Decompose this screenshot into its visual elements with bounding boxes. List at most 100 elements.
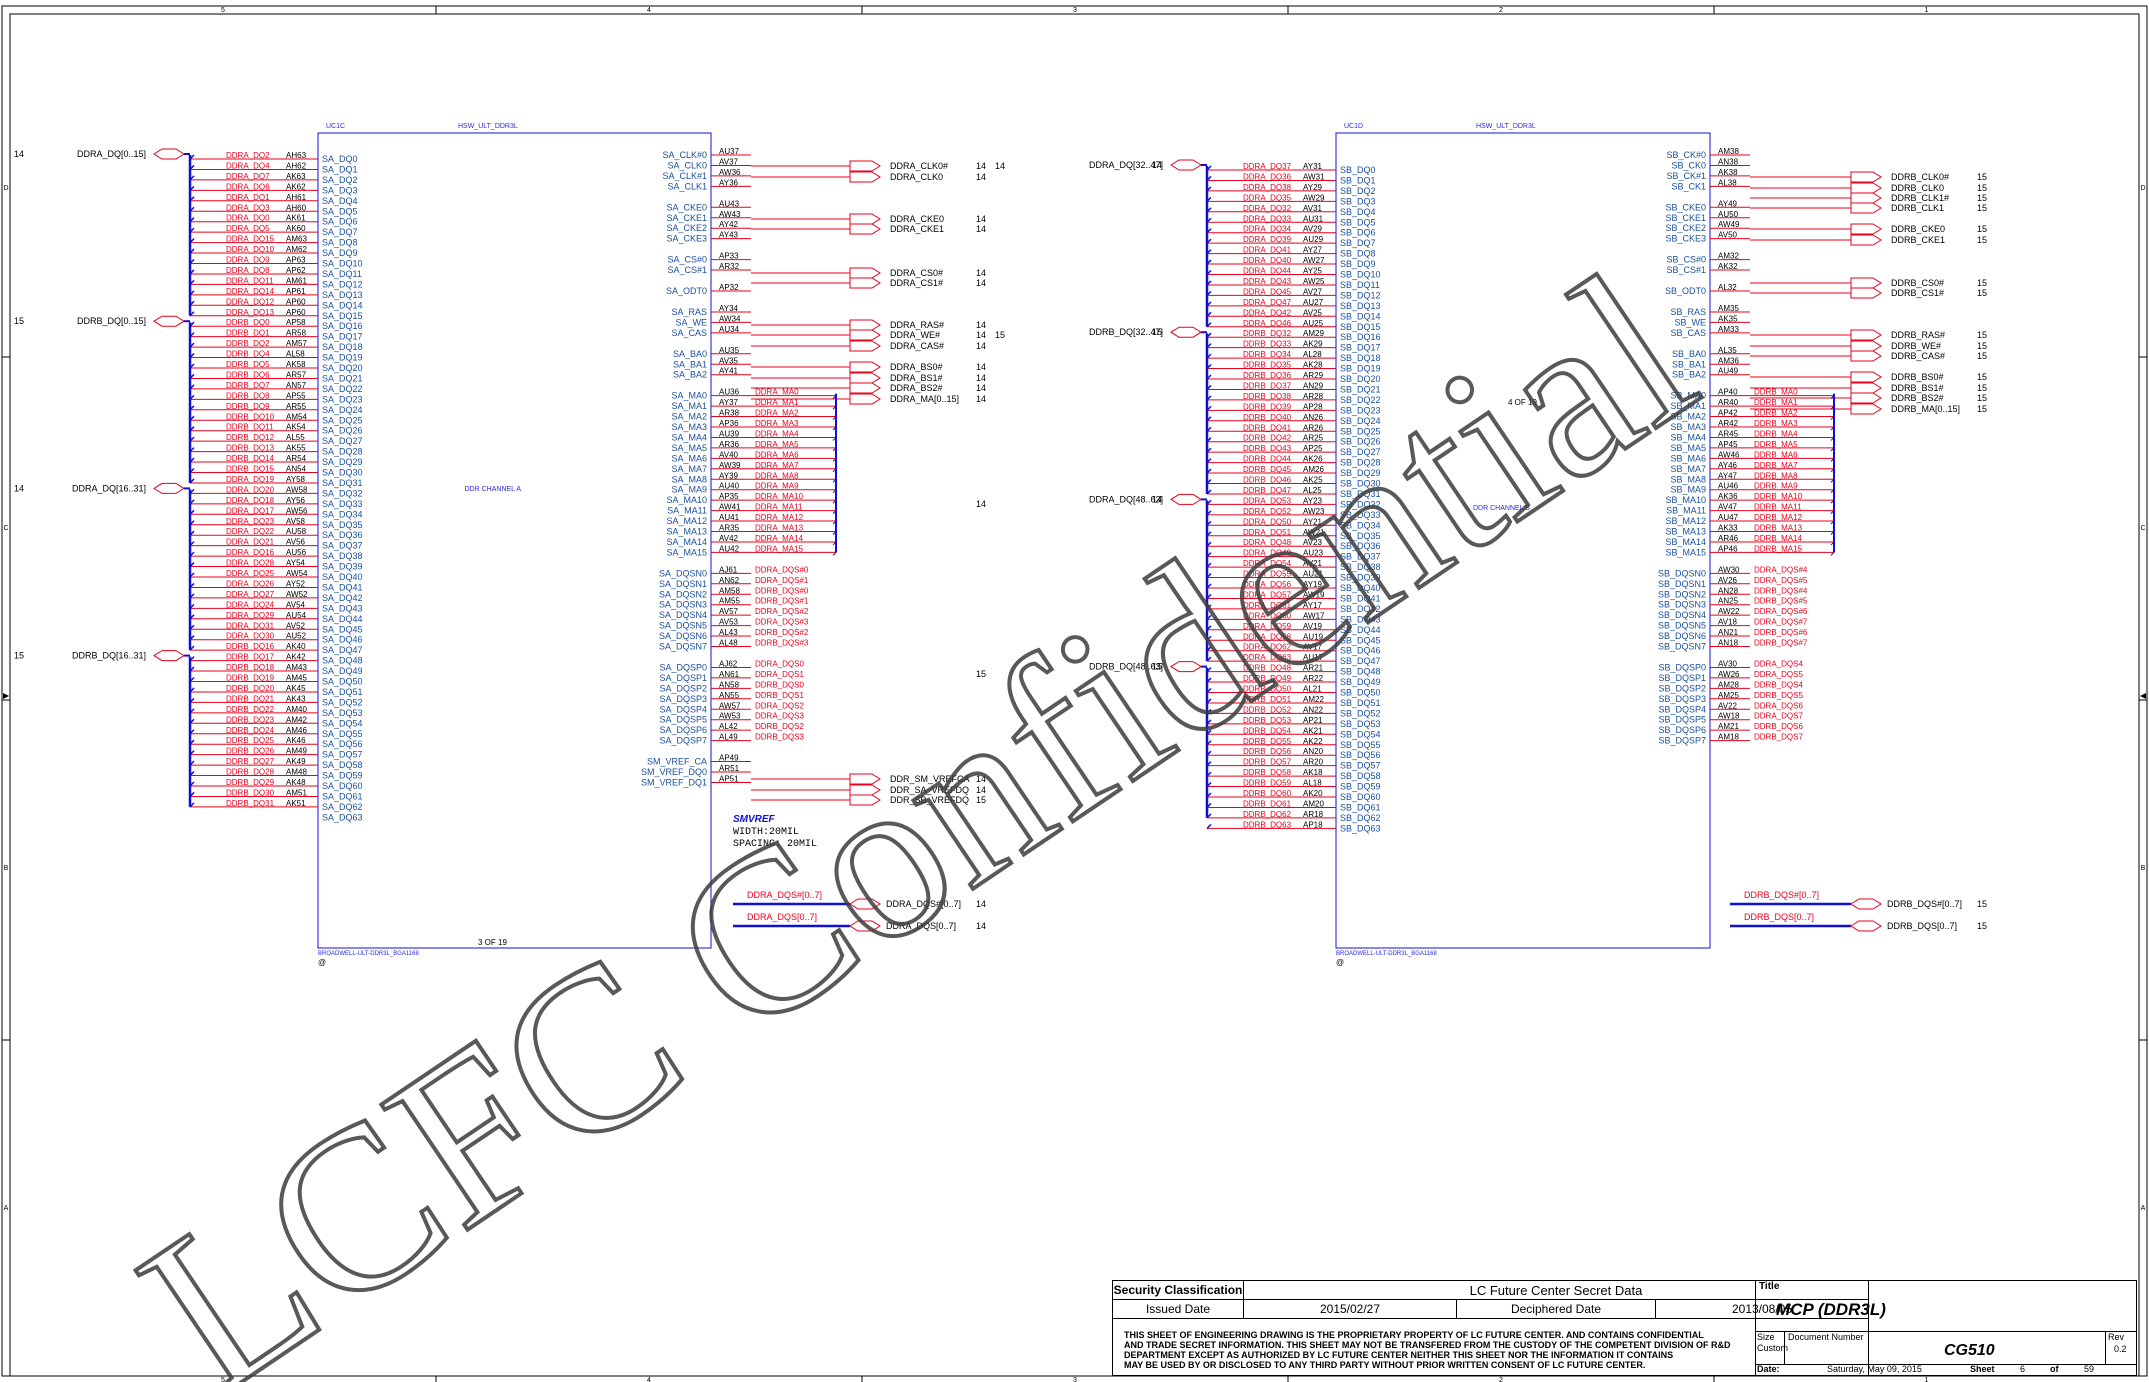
pin-number: AV29 [1303,225,1323,234]
offpage-net-name: DDRA_CLK0# [890,161,948,171]
pin-number: AP42 [1718,409,1738,418]
pin-number: AV26 [1718,576,1738,585]
bus-entry [832,447,837,452]
offpage-port [849,784,881,796]
offpage-port [849,794,881,806]
pin-number: AM29 [1303,329,1324,338]
offpage-net-name: DDRB_BS2# [1891,393,1944,403]
pin-number: AK42 [286,653,306,662]
chip-pin-name: SB_DQ48 [1340,667,1381,677]
offpage-port [849,213,881,225]
chip-pin-name: SB_MA4 [1670,432,1706,442]
dqsn-net-label: DDRB_DQS#0 [755,586,809,595]
notice-line-2: AND TRADE SECRET INFORMATION. THIS SHEET… [1124,1340,1731,1350]
bus-entry [1830,499,1835,504]
pin-number: AV53 [719,618,739,627]
pin-number: AL43 [719,628,738,637]
net-label: DDRB_DQ27 [226,757,275,766]
pin-number: AY39 [719,471,739,480]
inner-frame [9,13,2140,1377]
dqs-bus-net: DDRB_DQS#[0..7] [1744,890,1819,900]
pin-number: AM42 [286,715,307,724]
border-col-label: 5 [221,7,225,14]
offpage-net-name: DDRB_WE# [1891,341,1941,351]
chip-pin-name: SA_DQ20 [322,363,363,373]
offpage-page-ref: 14 [976,394,986,404]
net-label: DDRA_DQ21 [226,538,275,547]
net-label: DDRB_DQ2 [226,339,270,348]
pin-number: AP18 [1303,820,1323,829]
pin-number: AW17 [1303,611,1325,620]
net-label: DDRA_DQ4 [226,161,270,170]
net-label: DDRB_DQ1 [226,329,270,338]
pin-number: AW58 [286,485,308,494]
bus-offpage-port [1170,661,1202,673]
net-label: DDRB_DQ24 [226,726,275,735]
chip-pin-name: SA_DQ22 [322,384,363,394]
pin-number: AK45 [286,684,306,693]
ma-net-label: DDRB_MA14 [1754,534,1803,543]
dqs-bus-port [849,920,881,932]
pin-number: AP33 [719,252,739,261]
chip-sheet-count: 3 OF 19 [478,938,507,947]
chip-pin-name: SA_CLK0 [667,160,707,170]
pin-number: AU19 [1303,632,1324,641]
bus-page-ref: 15 [14,651,24,661]
pin-number: AL58 [286,350,305,359]
bus-entry [832,416,837,420]
offpage-port [1850,223,1882,235]
pin-number: AL38 [1718,178,1737,187]
chip-part-name: HSW_ULT_DDR3L [458,123,518,130]
offpage-page-ref: 14 [976,214,986,224]
chip-at-mark: @ [318,958,326,967]
net-label: DDRA_DQ47 [1243,298,1292,307]
pin-number: AU43 [719,199,740,208]
border-row-label: C [3,525,8,532]
offpage-page-ref: 15 [1977,183,1987,193]
chip-pin-name: SA_DQ57 [322,750,363,760]
pin-number: AK40 [286,642,306,651]
ma-net-label: DDRA_MA1 [755,398,799,407]
net-label: DDRA_DQ13 [226,308,275,317]
net-label: DDRB_DQ63 [1243,820,1292,829]
chip-pin-name: SA_DQ13 [322,290,363,300]
dqs-bus-port-name: DDRB_DQS#[0..7] [1887,899,1962,909]
net-label: DDRA_DQ22 [226,527,275,536]
pin-number: AN29 [1303,381,1324,390]
chip-pin-name: SB_DQSP7 [1658,736,1706,746]
chip-pin-name: SB_MA2 [1670,412,1706,422]
chip-pin-name: SB_DQ53 [1340,719,1381,729]
chip-pin-name: SA_MA5 [671,443,707,453]
offpage-page-ref: 15 [1977,341,1987,351]
net-label: DDRB_DQ36 [1243,371,1292,380]
chip-pin-name: SB_MA12 [1665,516,1706,526]
chip-pin-name: SA_DQ45 [322,624,363,634]
bus-entry [1830,552,1835,556]
chip-pin-name: SA_DQ24 [322,405,363,415]
chip-pin-name: SA_DQ53 [322,708,363,718]
offpage-port [849,277,881,289]
chip-pin-name: SA_DQ58 [322,760,363,770]
chip-pin-name: SA_DQSP1 [659,673,707,683]
pin-number: AN61 [719,670,740,679]
dqsn-net-label: DDRB_DQS#6 [1754,628,1808,637]
ma-net-label: DDRB_MA6 [1754,450,1798,459]
pin-number: AM33 [1718,325,1739,334]
bus-entry [1830,478,1835,483]
border-col-label-bottom: 4 [647,1377,651,1382]
net-label: DDRA_DQ29 [226,611,275,620]
chip-pin-name: SB_CK#1 [1666,171,1706,181]
notice-line-3: DEPARTMENT EXCEPT AS AUTHORIZED BY LC FU… [1124,1350,1674,1360]
chip-pin-name: SA_RAS [671,307,707,317]
bus-entry [832,531,837,535]
dqs-bus-net: DDRA_DQS[0..7] [747,912,817,922]
bus-name: DDRA_DQ[48..63] [1089,494,1163,504]
bus-entry [1830,416,1835,420]
pin-number: AV22 [1718,701,1738,710]
net-label: DDRB_DQ11 [226,423,274,432]
offpage-page-ref: 15 [1977,288,1987,298]
pin-number: AR45 [1718,429,1739,438]
pin-number: AV40 [719,450,739,459]
title-block: Security Classification LC Future Center… [1112,1280,2137,1376]
pin-number: AK22 [1303,737,1323,746]
